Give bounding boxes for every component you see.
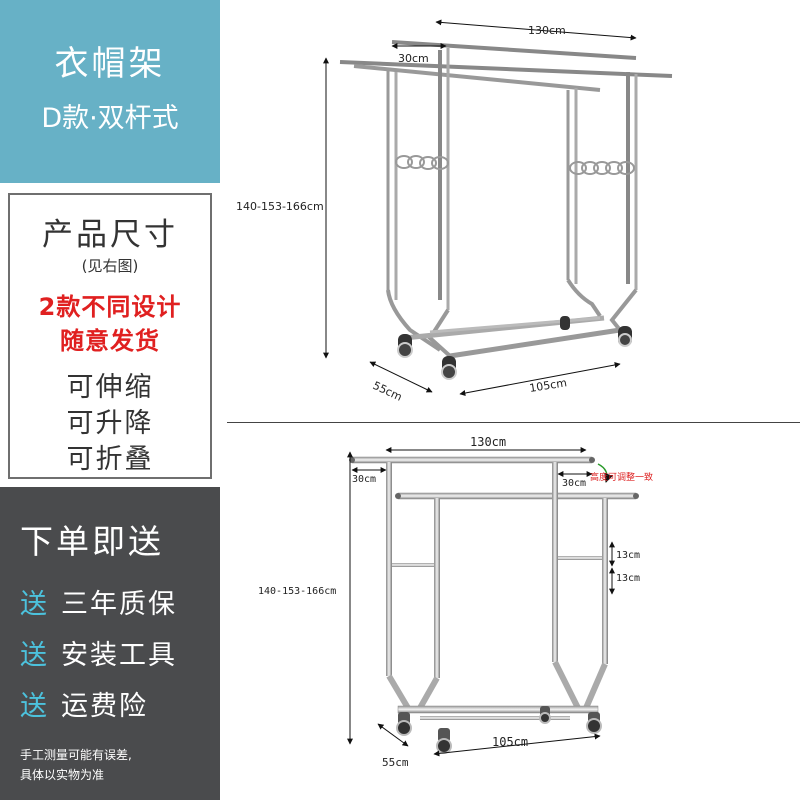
hook-rings-right: [569, 161, 635, 175]
dim-base-label: 105cm: [528, 376, 567, 395]
hook-rings-left: [395, 155, 449, 170]
dim-line-base: [459, 362, 621, 396]
base-bar: [449, 327, 621, 359]
leg: [566, 278, 602, 318]
dim-width-label: 130cm: [470, 435, 506, 449]
caster-wheel: [560, 316, 570, 330]
perk-label: 运费险: [61, 691, 148, 722]
leg: [417, 676, 440, 710]
dim-height-label: 140-153-166cm: [236, 200, 324, 213]
caster-wheel: [441, 356, 457, 380]
leg: [386, 674, 411, 710]
promo-line-2: 随意发货: [60, 327, 160, 355]
perk-insurance: 送运费险: [20, 684, 148, 723]
rack-perspective-drawing: 130cm 30cm 140-153-166cm 55cm 105cm: [236, 19, 673, 404]
product-title: 衣帽架: [54, 44, 166, 84]
perk-tag: 送: [20, 691, 49, 722]
caster-wheel: [586, 712, 602, 734]
perk-label: 三年质保: [61, 589, 177, 620]
leg: [583, 662, 608, 710]
dim-height-label: 140-153-166cm: [258, 586, 336, 597]
disclaimer-line-2: 具体以实物为准: [20, 768, 105, 782]
dim-step2-label: 13cm: [616, 573, 640, 584]
leg: [386, 289, 442, 352]
dim-line-base: [433, 733, 601, 757]
perk-tools: 送安装工具: [20, 633, 177, 672]
perk-tag: 送: [20, 640, 49, 671]
height-note: 高度可调整一致: [590, 471, 653, 483]
size-note: (见右图): [81, 257, 139, 275]
product-subtitle: D款·双杆式: [41, 103, 179, 134]
dim-depth-label: 55cm: [371, 379, 404, 404]
upright: [552, 462, 558, 662]
base-bar: [420, 716, 570, 720]
caster-wheel: [397, 334, 413, 358]
caster-wheel: [618, 326, 632, 347]
base-bar: [397, 705, 599, 714]
rail-cap: [633, 493, 639, 499]
dim-step1-label: 13cm: [616, 550, 640, 561]
order-panel: 下单即送 送三年质保 送安装工具 送运费险 手工测量可能有误差, 具体以实物为准: [0, 487, 220, 800]
perk-label: 安装工具: [61, 640, 177, 671]
crossbar: [558, 556, 602, 560]
feature-liftable: 可升降: [66, 408, 154, 439]
upright: [434, 498, 440, 678]
size-title: 产品尺寸: [42, 217, 178, 253]
dim-line-depth: [377, 723, 409, 747]
disclaimer-line-1: 手工测量可能有误差,: [20, 748, 132, 762]
dim-gap-label: 30cm: [398, 52, 429, 65]
caster-wheel: [539, 706, 551, 724]
left-info-column: 衣帽架 D款·双杆式 产品尺寸 (见右图) 2款不同设计 随意发货 可伸缩 可升…: [0, 0, 220, 800]
base-bar: [429, 316, 601, 334]
dim-depth-label: 55cm: [382, 756, 409, 769]
section-divider: [227, 422, 800, 423]
leg: [427, 308, 452, 358]
upright: [602, 498, 608, 664]
dim-base-label: 105cm: [492, 735, 528, 749]
disclaimer: 手工测量可能有误差, 具体以实物为准: [20, 745, 132, 785]
perk-warranty: 送三年质保: [20, 582, 177, 621]
upright: [386, 462, 392, 676]
rail-back-long: [339, 60, 673, 78]
caster-wheel: [396, 712, 412, 736]
dim-width-label: 130cm: [528, 24, 566, 37]
feature-foldable: 可折叠: [66, 444, 154, 475]
rack-front-drawing: 130cm 30cm 30cm 高度可调整一致 13cm 13cm 140-15…: [258, 435, 653, 769]
rail-cap: [395, 493, 401, 499]
dim-right-offset-label: 30cm: [562, 478, 586, 489]
promo-line-1: 2款不同设计: [38, 293, 182, 321]
caster-wheel: [436, 728, 452, 754]
rail-cap: [589, 457, 595, 463]
dim-left-offset-label: 30cm: [352, 474, 376, 485]
size-panel: 产品尺寸 (见右图) 2款不同设计 随意发货 可伸缩 可升降 可折叠: [0, 183, 220, 487]
dim-line-depth: [369, 361, 433, 393]
size-frame: 产品尺寸 (见右图) 2款不同设计 随意发货 可伸缩 可升降 可折叠: [8, 193, 212, 479]
order-title: 下单即送: [20, 522, 164, 561]
leg: [552, 660, 581, 710]
title-banner: 衣帽架 D款·双杆式: [0, 0, 220, 183]
rail-lower: [397, 492, 637, 500]
perk-tag: 送: [20, 589, 49, 620]
feature-extendable: 可伸缩: [66, 372, 154, 403]
rail-front: [353, 64, 601, 92]
leg: [609, 288, 638, 332]
adjust-arrow-icon: [597, 463, 613, 483]
crossbar: [392, 563, 434, 567]
dim-line-width: [435, 19, 637, 41]
